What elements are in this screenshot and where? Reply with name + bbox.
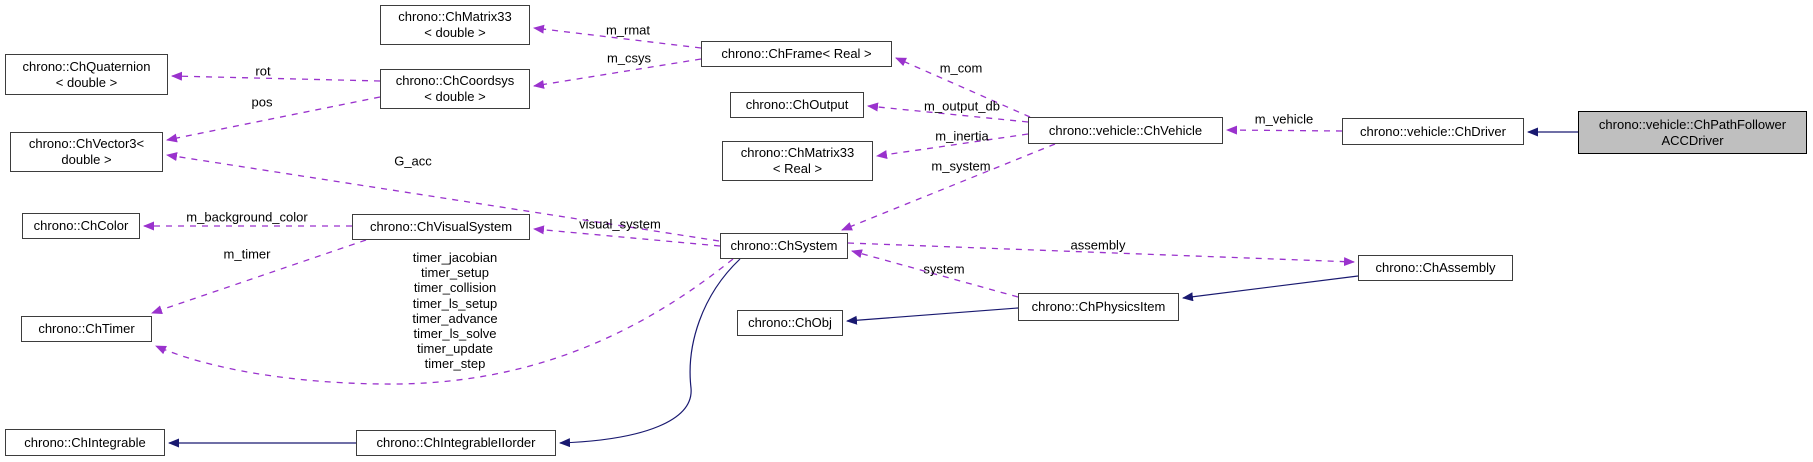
edge-label-pos: pos [251, 94, 273, 110]
edge-m-inertia [876, 133, 1029, 160]
node-chmatrix33-real[interactable]: chrono::ChMatrix33 < Real > [722, 141, 873, 181]
edge-label-m-vehicle: m_vehicle [1254, 111, 1314, 127]
node-chassembly[interactable]: chrono::ChAssembly [1358, 255, 1513, 281]
edge-m-rmat [533, 24, 702, 49]
edge-pos [166, 96, 381, 143]
node-chintegrableiiorder[interactable]: chrono::ChIntegrableIIorder [356, 430, 556, 456]
edge-m-csys [533, 58, 702, 89]
edge-assembly [847, 242, 1355, 267]
edge-inherit-physicsitem-obj [846, 307, 1019, 325]
node-chphysicsitem[interactable]: chrono::ChPhysicsItem [1018, 293, 1179, 321]
edge-system [851, 249, 1019, 298]
node-chintegrable[interactable]: chrono::ChIntegrable [5, 429, 165, 456]
node-chcoordsys[interactable]: chrono::ChCoordsys < double > [380, 69, 530, 109]
node-choutput[interactable]: chrono::ChOutput [730, 92, 864, 118]
edge-m-vehicle [1226, 125, 1343, 135]
edge-label-m-inertia: m_inertia [935, 128, 989, 144]
edge-label-visual-system: visual_system [579, 216, 661, 232]
node-chmatrix33-double[interactable]: chrono::ChMatrix33 < double > [380, 5, 530, 45]
node-chobj[interactable]: chrono::ChObj [737, 310, 843, 336]
edge-label-m-rmat: m_rmat [605, 22, 651, 38]
edge-label-system: system [923, 261, 965, 277]
edge-timers [155, 258, 734, 385]
node-chtimer[interactable]: chrono::ChTimer [21, 316, 152, 342]
edge-g-acc [166, 152, 720, 242]
edge-m-output-db [867, 102, 1029, 123]
edge-label-assembly: assembly [1070, 237, 1126, 253]
node-chpathfolloweraccdriver: chrono::vehicle::ChPathFollower ACCDrive… [1578, 111, 1807, 154]
edge-label-m-com: m_com [939, 60, 983, 76]
edge-inherit-assembly-physicsitem [1182, 275, 1359, 302]
edge-m-system [841, 143, 1056, 231]
edge-label-m-timer: m_timer [223, 246, 271, 262]
node-chquaternion[interactable]: chrono::ChQuaternion < double > [5, 54, 168, 95]
edge-m-timer [151, 239, 367, 315]
edge-rot [171, 71, 381, 82]
edge-label-rot: rot [255, 63, 271, 79]
edge-label-m-output-db: m_output_db [924, 98, 1000, 114]
edge-label-m-csys: m_csys [606, 50, 652, 66]
node-chvector3[interactable]: chrono::ChVector3< double > [10, 132, 163, 172]
node-chvehicle[interactable]: chrono::vehicle::ChVehicle [1028, 117, 1223, 144]
node-chframe[interactable]: chrono::ChFrame< Real > [701, 41, 892, 67]
node-chsystem[interactable]: chrono::ChSystem [720, 233, 848, 259]
node-chdriver[interactable]: chrono::vehicle::ChDriver [1342, 118, 1524, 145]
edge-label-m-system: m_system [931, 158, 991, 174]
node-chvisualsystem[interactable]: chrono::ChVisualSystem [352, 214, 530, 240]
edge-label-m-background-color: m_background_color [186, 209, 308, 225]
edge-label-timers: timer_jacobian timer_setup timer_collisi… [412, 250, 498, 372]
edge-m-com [895, 57, 1031, 118]
edge-label-g-acc: G_acc [394, 153, 432, 169]
edge-inherit-system-iiorder [559, 258, 741, 448]
node-chcolor[interactable]: chrono::ChColor [22, 213, 140, 239]
